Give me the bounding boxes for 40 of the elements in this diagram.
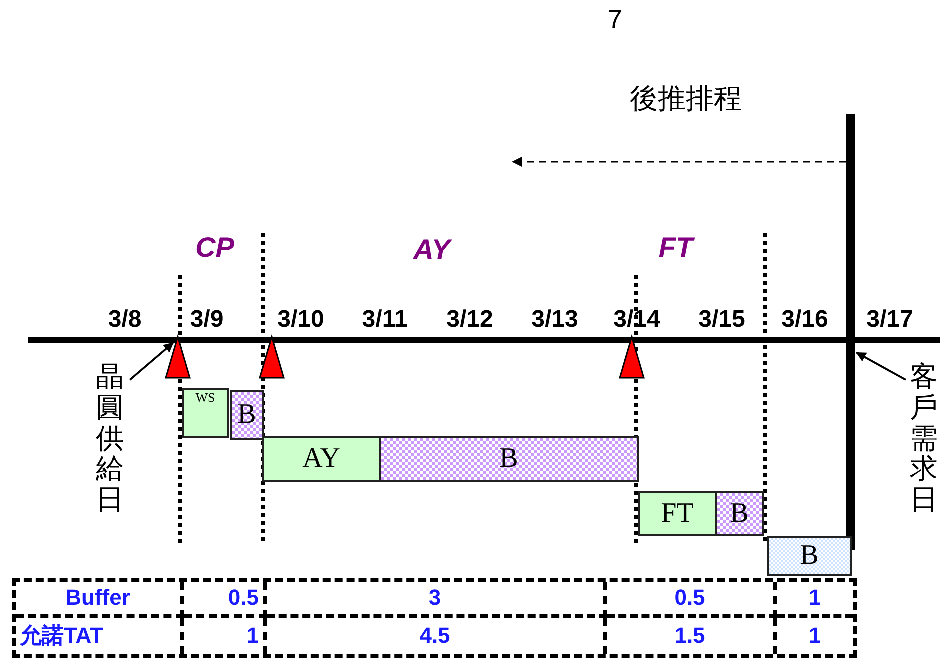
table-cell: 1 [184, 618, 267, 654]
date-label: 3/13 [532, 306, 578, 334]
table-cell: 1 [777, 582, 853, 618]
task-bar: FT [638, 491, 717, 536]
row-header: 允諾TAT [16, 618, 184, 654]
table-cell: 3 [267, 582, 607, 618]
vertical-label: 晶圓供給日 [96, 362, 124, 516]
task-bar: B [767, 536, 852, 576]
task-bar: AY [262, 436, 381, 482]
table-cell: 4.5 [267, 618, 607, 654]
date-label: 3/15 [698, 306, 746, 334]
vertical-label: 客戶需求日 [910, 362, 938, 516]
page-number: 7 [608, 4, 622, 35]
phase-label: AY [414, 234, 450, 266]
leader-line [129, 342, 174, 381]
date-label: 3/11 [362, 306, 408, 334]
table-cell: 0.5 [184, 582, 267, 618]
table-cell: 1.5 [607, 618, 777, 654]
task-bar: B [715, 491, 764, 536]
date-label: 3/14 [614, 306, 660, 334]
date-label: 3/17 [866, 306, 914, 334]
dashed-arrow [512, 157, 846, 167]
row-header: Buffer [16, 582, 184, 618]
date-label: 3/12 [446, 306, 494, 334]
phase-label: FT [658, 232, 694, 264]
date-label: 3/8 [108, 306, 142, 334]
table-cell-text: 1 [808, 622, 822, 650]
task-bar: B [379, 436, 639, 482]
milestone-triangle [166, 337, 190, 378]
task-bar: B [230, 390, 264, 440]
phase-label: CP [196, 232, 234, 264]
leader-line [856, 352, 906, 381]
milestone-triangle [620, 337, 644, 378]
table-cell: 0.5 [607, 582, 777, 618]
date-label: 3/10 [278, 306, 324, 334]
date-label: 3/9 [190, 306, 224, 334]
date-label: 3/16 [782, 306, 828, 334]
task-bar: WS [182, 388, 229, 438]
edge-label: 後推排程 [630, 81, 742, 117]
milestone-triangle [260, 337, 284, 378]
